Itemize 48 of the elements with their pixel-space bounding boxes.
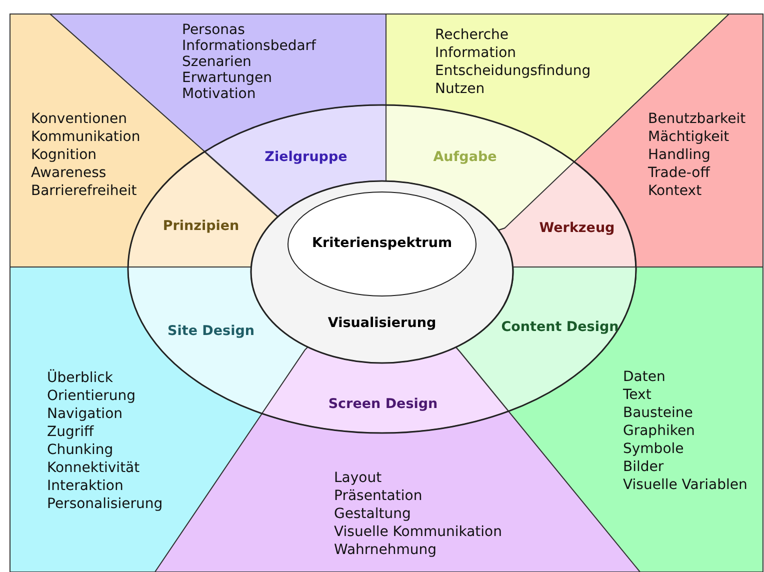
list-item: Gestaltung [334, 505, 411, 523]
list-item: Nutzen [435, 80, 485, 98]
list-item: Orientierung [47, 387, 136, 405]
list-item: Szenarien [182, 54, 252, 70]
list-item: Kommunikation [31, 128, 140, 146]
list-item: Chunking [47, 441, 114, 459]
list-item: Motivation [182, 86, 256, 102]
list-item: Navigation [47, 405, 123, 423]
list-item: Visuelle Kommunikation [334, 523, 502, 541]
list-item: Bausteine [623, 404, 693, 422]
list-item: Handling [648, 146, 710, 164]
list-item: Konventionen [31, 110, 127, 128]
segment-label: Screen Design [328, 394, 438, 413]
list-item: Entscheidungsfindung [435, 62, 591, 80]
list-item: Erwartungen [182, 70, 272, 86]
list-item: Recherche [435, 26, 509, 44]
list-item: Bilder [623, 458, 664, 476]
list-item: Daten [623, 368, 666, 386]
segment-label: Prinzipien [162, 216, 240, 235]
list-item: Trade-off [648, 164, 710, 182]
segment-label: Aufgabe [433, 148, 497, 166]
list-item: Personalisierung [47, 495, 163, 513]
segment-label: Kriterienspektrum [312, 234, 452, 252]
list-item: Interaktion [47, 477, 124, 495]
list-item: Barrierefreiheit [31, 182, 137, 200]
segment-label: Visualisierung [328, 314, 436, 332]
segment-label: Site Design [168, 322, 254, 340]
list-item: Benutzbarkeit [648, 110, 746, 128]
list-item: Personas [182, 22, 245, 38]
list-item: Visuelle Variablen [623, 476, 748, 494]
list-item: Mächtigkeit [648, 128, 730, 146]
list-item: Kognition [31, 146, 97, 164]
list-item: Information [435, 44, 516, 62]
segment-label: Content Design [501, 318, 619, 336]
list-item: Informationsbedarf [182, 38, 316, 54]
list-item: Präsentation [334, 487, 422, 505]
list-item: Überblick [47, 369, 113, 387]
list-item: Zugriff [47, 423, 94, 441]
list-item: Symbole [623, 440, 684, 458]
list-item: Text [623, 386, 652, 404]
list-item: Layout [334, 469, 382, 487]
list-item: Graphiken [623, 422, 695, 440]
list-item: Kontext [648, 182, 702, 200]
list-item: Awareness [31, 164, 106, 182]
list-item: Konnektivität [47, 459, 140, 477]
segment-label: Werkzeug [539, 218, 615, 237]
segment-label: Zielgruppe [264, 148, 348, 166]
list-item: Wahrnehmung [334, 541, 437, 559]
